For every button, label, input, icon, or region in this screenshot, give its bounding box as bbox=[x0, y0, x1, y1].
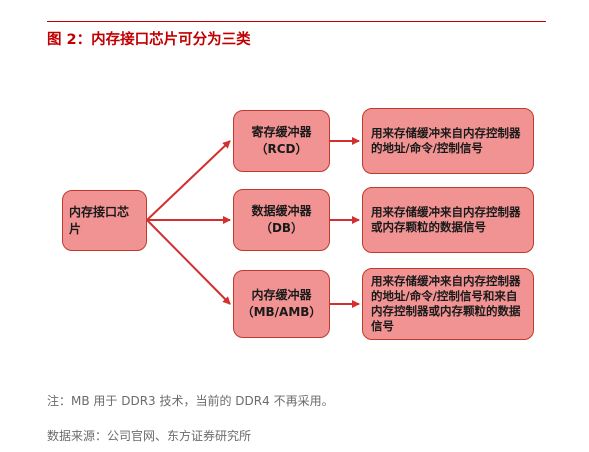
title-rule bbox=[47, 21, 546, 22]
data-source: 数据来源：公司官网、东方证券研究所 bbox=[47, 429, 252, 443]
node-rcd-description-text: 用来存储缓冲来自内存控制器的地址/命令/控制信号 bbox=[371, 126, 521, 155]
node-rcd-abbr: （RCD） bbox=[255, 142, 308, 156]
node-rcd-description: 用来存储缓冲来自内存控制器的地址/命令/控制信号 bbox=[362, 108, 534, 174]
node-rcd: 寄存缓冲器 （RCD） bbox=[233, 110, 330, 172]
node-db-label: 数据缓冲器 bbox=[251, 204, 312, 218]
node-mb-abbr: （MB/AMB） bbox=[241, 305, 322, 319]
node-mb-description-text: 用来存储缓冲来自内存控制器的地址/命令/控制信号和来自内存控制器或内存颗粒的数据… bbox=[371, 274, 521, 333]
edge-source-to-mb bbox=[146, 219, 231, 305]
node-memory-interface-chip-label: 内存接口芯片 bbox=[69, 204, 130, 236]
node-db-description: 用来存储缓冲来自内存控制器或内存颗粒的数据信号 bbox=[362, 187, 534, 253]
node-mb-description: 用来存储缓冲来自内存控制器的地址/命令/控制信号和来自内存控制器或内存颗粒的数据… bbox=[362, 268, 534, 340]
node-db-abbr: （DB） bbox=[259, 221, 304, 235]
node-db: 数据缓冲器 （DB） bbox=[233, 189, 330, 251]
node-memory-interface-chip: 内存接口芯片 bbox=[62, 190, 147, 251]
node-mb-label: 内存缓冲器 bbox=[251, 288, 312, 302]
footnote: 注：MB 用于 DDR3 技术，当前的 DDR4 不再采用。 bbox=[47, 394, 334, 408]
figure-title: 图 2：内存接口芯片可分为三类 bbox=[47, 32, 251, 48]
node-mb: 内存缓冲器 （MB/AMB） bbox=[233, 270, 330, 338]
node-db-description-text: 用来存储缓冲来自内存控制器或内存颗粒的数据信号 bbox=[371, 205, 521, 234]
node-rcd-label: 寄存缓冲器 bbox=[251, 125, 312, 139]
edge-source-to-rcd bbox=[146, 140, 231, 221]
